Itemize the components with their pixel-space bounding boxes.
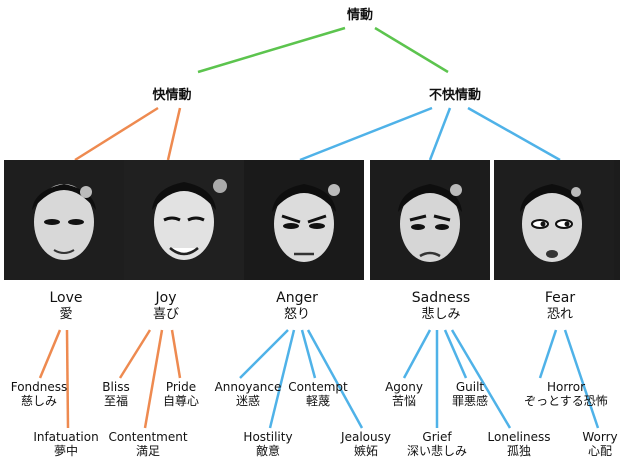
sub-emotion-hostility: Hostility 敵意 — [243, 430, 292, 459]
anger-face-photo — [244, 160, 364, 280]
line-joy-pride — [170, 329, 182, 379]
emotion-love-ja: 愛 — [59, 306, 73, 322]
sub-emotion-hostility-en: Hostility — [243, 430, 293, 444]
line-fear-worry — [563, 329, 600, 429]
emotion-fear-ja: 恐れ — [546, 306, 573, 322]
sub-emotion-grief-ja: 深い悲しみ — [406, 444, 468, 459]
sub-emotion-contempt-ja: 軽蔑 — [305, 394, 330, 409]
sub-emotion-jealousy: Jealousy 嫉妬 — [341, 430, 391, 459]
sub-emotion-infatuation-ja: 夢中 — [53, 444, 78, 459]
sub-emotion-contempt: Contempt 軽蔑 — [288, 380, 347, 409]
emotion-joy-en: Joy — [155, 290, 177, 306]
branch-unpleasant-label: 不快情動 — [428, 88, 482, 103]
sub-emotion-pride: Pride 自尊心 — [163, 380, 199, 409]
emotion-sadness-ja: 悲しみ — [421, 306, 461, 322]
emotion-love-en: Love — [49, 290, 83, 306]
sub-emotion-contentment-en: Contentment — [108, 430, 188, 444]
sub-emotion-worry-en: Worry — [582, 430, 618, 444]
sub-emotion-horror-ja: ぞっとする恐怖 — [524, 394, 608, 409]
sub-emotion-guilt: Guilt 罪悪感 — [452, 380, 488, 409]
root-label: 情動 — [346, 8, 374, 23]
sub-emotion-annoyance-en: Annoyance — [214, 380, 282, 394]
sub-emotion-grief-en: Grief — [422, 430, 452, 444]
joy-face-photo — [124, 160, 244, 280]
sub-emotion-bliss-ja: 至福 — [103, 394, 128, 409]
sub-emotion-loneliness: Loneliness 孤独 — [488, 430, 551, 459]
sub-emotion-agony-en: Agony — [385, 380, 423, 394]
sub-emotion-horror-en: Horror — [546, 380, 586, 394]
emotion-anger: Anger 怒り — [276, 290, 318, 322]
line-pleasant-joy — [166, 107, 182, 161]
sub-emotion-worry-ja: 心配 — [587, 444, 613, 459]
line-anger-jealousy — [306, 329, 364, 429]
line-joy-bliss — [118, 329, 152, 379]
emotion-sadness: Sadness 悲しみ — [412, 290, 470, 322]
sub-emotion-guilt-ja: 罪悪感 — [451, 394, 489, 409]
sub-emotion-agony: Agony 苦悩 — [385, 380, 423, 409]
sub-emotion-contempt-en: Contempt — [288, 380, 348, 394]
sub-emotion-infatuation-en: Infatuation — [33, 430, 99, 444]
sub-emotion-hostility-ja: 敵意 — [255, 444, 281, 459]
line-sadness-guilt — [443, 329, 468, 379]
line-anger-contempt — [300, 329, 317, 379]
sadness-face-photo — [370, 160, 490, 280]
sub-emotion-grief: Grief 深い悲しみ — [407, 430, 467, 459]
sub-emotion-loneliness-ja: 孤独 — [506, 444, 531, 459]
line-unpleasant-anger — [299, 106, 433, 162]
sub-emotion-contentment: Contentment 満足 — [108, 430, 187, 459]
line-root-unpleasant — [374, 26, 449, 74]
line-sadness-agony — [402, 329, 432, 379]
sub-emotion-annoyance-ja: 迷惑 — [235, 394, 260, 409]
line-unpleasant-fear — [467, 106, 561, 162]
line-pleasant-love — [74, 106, 159, 162]
sub-emotion-annoyance: Annoyance 迷惑 — [215, 380, 282, 409]
emotion-joy: Joy 喜び — [153, 290, 179, 322]
sub-emotion-bliss-en: Bliss — [102, 380, 130, 394]
emotion-joy-ja: 喜び — [152, 306, 180, 322]
sub-emotion-jealousy-ja: 嫉妬 — [353, 444, 379, 459]
sub-emotion-guilt-en: Guilt — [455, 380, 485, 394]
sub-emotion-horror: Horror ぞっとする恐怖 — [524, 380, 608, 409]
line-sadness-loneliness — [450, 329, 512, 429]
line-anger-annoyance — [239, 329, 289, 379]
emotion-sadness-en: Sadness — [411, 290, 471, 306]
love-face-photo — [4, 160, 124, 280]
sub-emotion-worry: Worry 心配 — [582, 430, 617, 459]
emotion-anger-en: Anger — [276, 290, 318, 306]
sub-emotion-pride-en: Pride — [165, 380, 197, 394]
line-joy-contentment — [143, 329, 164, 429]
line-anger-hostility — [268, 329, 296, 429]
emotion-love: Love 愛 — [49, 290, 82, 322]
sub-emotion-fondness: Fondness 慈しみ — [11, 380, 68, 409]
emotion-anger-ja: 怒り — [283, 306, 310, 322]
sub-emotion-loneliness-en: Loneliness — [487, 430, 551, 444]
line-fear-horror — [538, 329, 558, 379]
sub-emotion-fondness-en: Fondness — [10, 380, 68, 394]
line-root-pleasant — [197, 26, 346, 74]
sub-emotion-fondness-ja: 慈しみ — [20, 394, 57, 409]
line-unpleasant-sadness — [428, 107, 452, 161]
branch-pleasant-label: 快情動 — [152, 88, 192, 103]
line-love-fondness — [38, 329, 62, 379]
sub-emotion-contentment-ja: 満足 — [135, 444, 161, 459]
emotion-fear: Fear 恐れ — [545, 290, 575, 322]
fear-face-photo — [494, 160, 620, 280]
sub-emotion-infatuation: Infatuation 夢中 — [33, 430, 98, 459]
sub-emotion-jealousy-en: Jealousy — [341, 430, 391, 444]
line-love-infatuation — [65, 329, 70, 429]
sub-emotion-pride-ja: 自尊心 — [162, 394, 200, 409]
sub-emotion-agony-ja: 苦悩 — [391, 394, 416, 409]
emotion-fear-en: Fear — [544, 290, 576, 306]
sub-emotion-bliss: Bliss 至福 — [102, 380, 129, 409]
